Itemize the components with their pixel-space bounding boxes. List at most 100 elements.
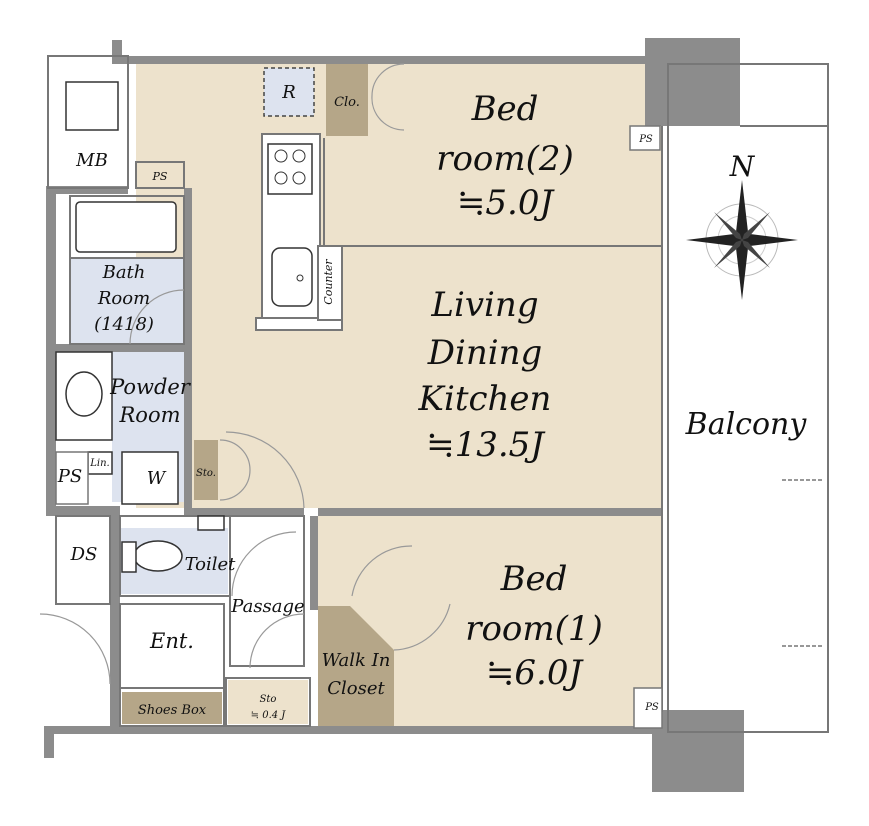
thin-walls bbox=[47, 55, 829, 733]
toilet-label: Toilet bbox=[185, 554, 237, 575]
wall-entrance-side bbox=[110, 516, 120, 732]
counter-label: Counter bbox=[322, 259, 335, 305]
bedroom-1-line1: Bed bbox=[500, 559, 568, 599]
burner-3 bbox=[274, 171, 288, 185]
shoes-box-label: Shoes Box bbox=[138, 703, 207, 718]
kitchen-counter bbox=[255, 67, 343, 331]
walk-in-closet bbox=[318, 606, 394, 726]
ps-box-bed2 bbox=[629, 125, 661, 151]
storage-fills bbox=[122, 64, 394, 726]
bedroom-1-area: ≒6.0J bbox=[486, 653, 585, 693]
powder-line2: Room bbox=[118, 403, 180, 427]
ldk-floor bbox=[136, 64, 662, 508]
door-bedroom-1-b bbox=[393, 603, 451, 651]
bath-floor bbox=[70, 258, 184, 344]
wall-left-upper bbox=[46, 186, 56, 516]
ldk-line3: Kitchen bbox=[418, 379, 552, 419]
burner-2 bbox=[292, 149, 306, 163]
sto-small-line2: ≒ 0.4 J bbox=[251, 710, 287, 721]
compass-sw bbox=[714, 240, 742, 268]
balcony-outline bbox=[667, 63, 829, 733]
sto-powder bbox=[194, 440, 218, 500]
door-passage bbox=[249, 613, 305, 669]
walkin-line2: Closet bbox=[327, 678, 385, 699]
balcony-markers bbox=[782, 479, 824, 647]
ps-left-label: PS bbox=[57, 466, 82, 487]
counter-edge bbox=[317, 245, 343, 321]
bath-line2: Room bbox=[97, 288, 150, 309]
door-bedroom-1 bbox=[351, 545, 413, 597]
door-toilet bbox=[231, 531, 297, 597]
wall-bed1-left bbox=[310, 516, 318, 610]
door-bath bbox=[129, 289, 185, 345]
wall-ds bbox=[46, 506, 120, 516]
entrance-label: Ent. bbox=[149, 629, 194, 653]
wall-ldk-bottom bbox=[184, 508, 304, 516]
wall-bath-right bbox=[184, 188, 192, 508]
toilet-sink bbox=[197, 515, 225, 531]
walkin-line1: Walk In bbox=[322, 650, 391, 671]
balcony-label: Balcony bbox=[685, 407, 808, 442]
bathtub bbox=[75, 201, 177, 253]
mb-label: MB bbox=[75, 150, 108, 171]
clo-label: Clo. bbox=[334, 95, 360, 110]
ps-boxes bbox=[55, 125, 663, 729]
bath-line1: Bath bbox=[102, 262, 146, 283]
bedroom-2-line1: Bed bbox=[471, 89, 539, 129]
closet-bed2 bbox=[326, 64, 368, 136]
ds-label: DS bbox=[70, 544, 98, 565]
bedroom-2-line2: room(2) bbox=[436, 139, 574, 179]
wall-top-stub bbox=[112, 40, 122, 64]
refrigerator bbox=[263, 67, 315, 117]
stove bbox=[267, 143, 313, 195]
labels: Bed room(2) ≒5.0J Living Dining Kitchen … bbox=[57, 82, 808, 721]
compass-se bbox=[742, 240, 770, 268]
door-ldk bbox=[225, 431, 305, 509]
fixtures bbox=[55, 81, 225, 573]
wall-bottom bbox=[50, 726, 660, 734]
outline-bath bbox=[69, 257, 185, 345]
compass-north-label: N bbox=[729, 150, 756, 183]
wall-utility bbox=[56, 344, 184, 352]
burner-1 bbox=[274, 149, 288, 163]
compass-nw bbox=[714, 212, 742, 240]
wall-bottom-stub bbox=[44, 726, 54, 758]
toilet-bowl bbox=[133, 540, 183, 572]
door-closet-bed2 bbox=[371, 63, 405, 131]
ps-bed2-label: PS bbox=[638, 134, 653, 145]
ldk-line1: Living bbox=[430, 285, 538, 325]
powder-line1: Powder bbox=[109, 375, 192, 399]
outline-shoes bbox=[119, 687, 225, 727]
compass-north-arrow bbox=[736, 180, 748, 240]
wall-mb-bottom bbox=[46, 186, 128, 194]
ps-box-bed1 bbox=[633, 687, 663, 729]
bath-line3: (1418) bbox=[94, 314, 154, 335]
sink bbox=[271, 247, 313, 307]
doors bbox=[39, 63, 451, 685]
outline-sto-small bbox=[225, 677, 311, 727]
compass-west-arrow bbox=[686, 234, 742, 246]
burner-4 bbox=[292, 171, 306, 185]
column-bottom-right bbox=[652, 710, 744, 792]
sto-small-fill bbox=[228, 680, 308, 724]
outline-ps-top bbox=[135, 161, 185, 189]
passage-label: Passage bbox=[230, 596, 304, 617]
compass-south-arrow bbox=[736, 240, 748, 300]
ps-box-left bbox=[55, 451, 89, 505]
compass: N bbox=[686, 150, 798, 300]
entrance-floor bbox=[120, 596, 224, 688]
sto-powder-label: Sto. bbox=[196, 468, 216, 479]
ps-bed1-label: PS bbox=[644, 702, 659, 713]
washbasin bbox=[65, 371, 103, 417]
toilet-tank bbox=[121, 541, 137, 573]
shoes-box bbox=[122, 692, 222, 724]
ldk-line2: Dining bbox=[427, 333, 543, 373]
sink-drain bbox=[296, 274, 304, 282]
compass-east-arrow bbox=[742, 234, 798, 246]
ldk-area: ≒13.5J bbox=[426, 425, 546, 465]
sto-small-line1: Sto bbox=[260, 694, 277, 705]
bedroom-1-line2: room(1) bbox=[465, 609, 603, 649]
bedroom-2-area: ≒5.0J bbox=[457, 183, 556, 223]
door-entrance bbox=[39, 613, 111, 685]
